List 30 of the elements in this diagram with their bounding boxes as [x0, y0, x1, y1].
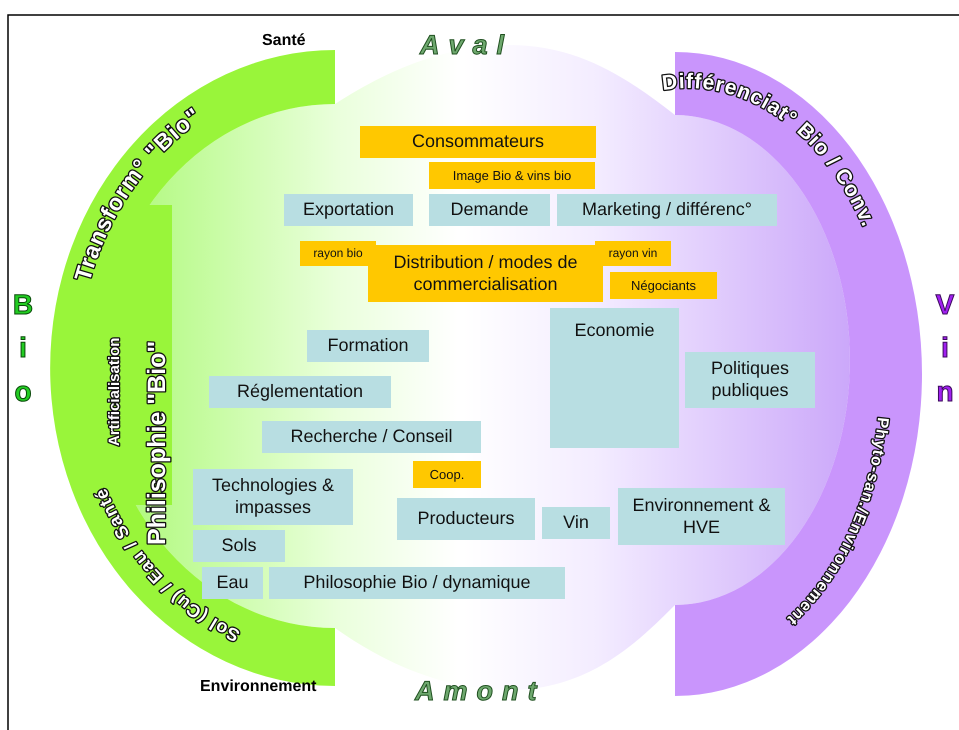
- topic-box: Réglementation: [209, 376, 391, 408]
- highlight-box: Coop.: [413, 461, 481, 488]
- highlight-box: Distribution / modes de commercialisation: [368, 245, 603, 302]
- highlight-box: Négociants: [610, 272, 717, 299]
- topic-box: Marketing / différenc°: [557, 194, 777, 226]
- vertical-label: Artificialisation: [106, 338, 123, 446]
- highlight-box: rayon vin: [595, 241, 671, 266]
- topic-box: Environnement & HVE: [618, 488, 785, 545]
- topic-box: Sols: [193, 530, 285, 562]
- topic-box: Recherche / Conseil: [262, 421, 481, 453]
- axis-label: Santé: [262, 32, 306, 50]
- topic-box: Economie: [550, 308, 679, 448]
- topic-box: Demande: [429, 194, 550, 226]
- highlight-box: rayon bio: [300, 241, 376, 266]
- topic-box: Technologies & impasses: [193, 469, 353, 525]
- direction-heading: Amont: [415, 676, 546, 707]
- vertical-title: Vin: [934, 288, 956, 409]
- topic-box: Formation: [307, 330, 429, 362]
- direction-heading: Aval: [420, 30, 514, 61]
- highlight-box: Consommateurs: [360, 126, 596, 158]
- topic-box: Vin: [542, 507, 610, 539]
- vertical-label: Philisophie "Bio": [143, 340, 171, 545]
- topic-box: Producteurs: [397, 498, 535, 540]
- highlight-box: Image Bio & vins bio: [429, 162, 595, 189]
- topic-box: Exportation: [284, 194, 413, 226]
- topic-box: Eau: [202, 567, 263, 599]
- topic-box: Philosophie Bio / dynamique: [269, 567, 565, 599]
- axis-label: Environnement: [200, 678, 316, 696]
- vertical-title: Bio: [12, 288, 34, 409]
- topic-box: Politiques publiques: [685, 352, 815, 408]
